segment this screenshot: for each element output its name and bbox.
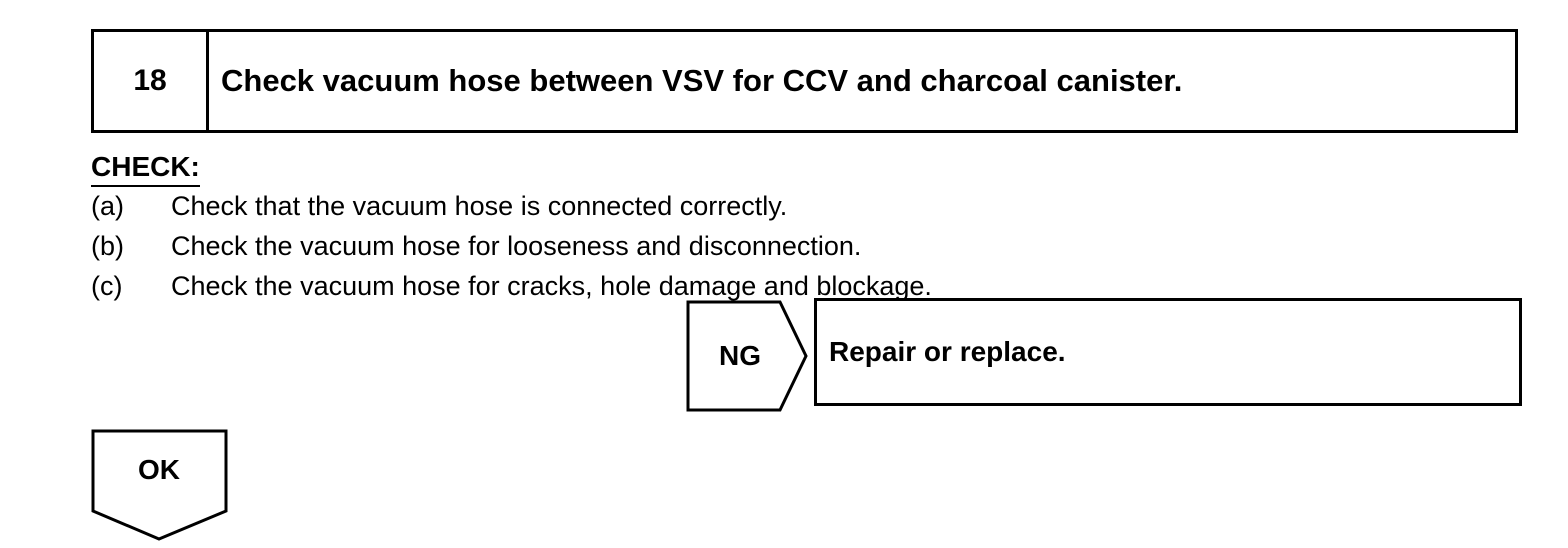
check-item-b: (b) Check the vacuum hose for looseness … <box>91 228 932 268</box>
check-item-a: (a) Check that the vacuum hose is connec… <box>91 188 932 228</box>
step-header-box: 18 Check vacuum hose between VSV for CCV… <box>91 29 1518 133</box>
check-item-text: Check the vacuum hose for cracks, hole d… <box>171 271 932 301</box>
check-item-marker: (a) <box>91 191 124 221</box>
ng-label: NG <box>719 340 761 371</box>
step-title: Check vacuum hose between VSV for CCV an… <box>221 63 1183 98</box>
ok-label: OK <box>138 454 180 485</box>
ng-result-box: Repair or replace. <box>814 298 1522 406</box>
check-item-text: Check that the vacuum hose is connected … <box>171 191 788 221</box>
check-item-marker: (b) <box>91 231 124 261</box>
ng-arrow-icon <box>686 300 808 412</box>
step-number: 18 <box>94 32 209 130</box>
check-item-c: (c) Check the vacuum hose for cracks, ho… <box>91 268 932 308</box>
ok-arrow-icon <box>91 429 228 541</box>
check-item-text: Check the vacuum hose for looseness and … <box>171 231 862 261</box>
check-list: (a) Check that the vacuum hose is connec… <box>91 188 932 308</box>
check-item-marker: (c) <box>91 271 123 301</box>
check-heading: CHECK: <box>91 150 200 187</box>
